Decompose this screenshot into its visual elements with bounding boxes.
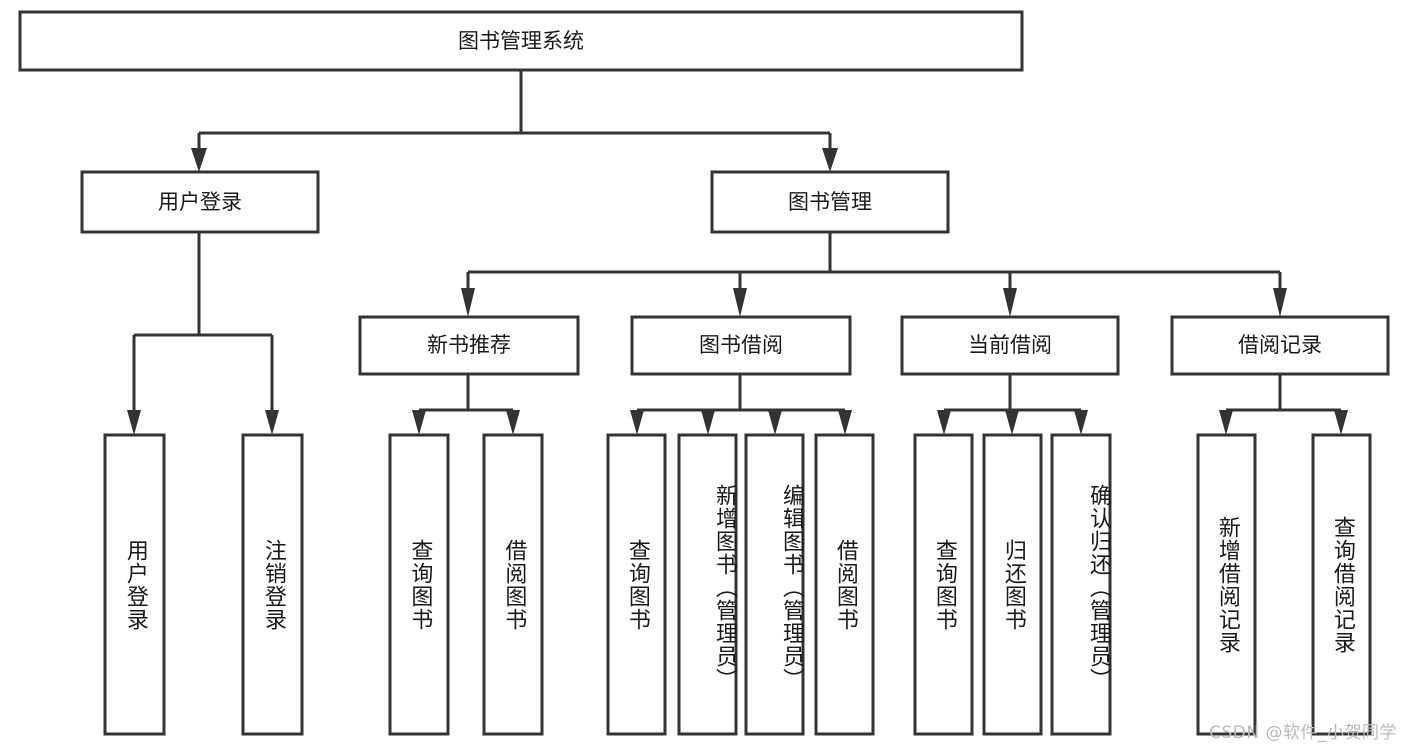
arrow-head-book-mgmt [822,148,838,172]
node-current-borrow-label: 当前借阅 [968,333,1052,357]
connector-group-book-borrow [630,374,852,435]
leaf-box-user-login-2[interactable] [241,433,304,736]
leaf-box-user-login-1[interactable] [103,433,166,736]
leaf-box-book-borrow-4[interactable] [814,433,875,736]
arrow-head-bb-leaf-3 [768,410,782,435]
node-book-borrow[interactable]: 图书借阅 [630,315,852,376]
arrow-head-cb-leaf-2 [1005,410,1019,435]
arrow-head-current-borrow [1003,288,1017,317]
node-book-management-label: 图书管理 [788,190,872,214]
leaf-box-book-borrow-3[interactable] [744,433,805,736]
leaf-boxes-borrow-record [1196,433,1372,736]
arrow-head-user-login [191,148,207,172]
node-new-book-recommend-label: 新书推荐 [427,333,511,357]
leaf-box-borrow-record-1[interactable] [1196,433,1257,736]
node-current-borrow[interactable]: 当前借阅 [900,315,1120,376]
arrow-head-cb-leaf-1 [937,410,951,435]
node-new-book-recommend[interactable]: 新书推荐 [358,315,580,376]
connector-group-user-login [127,232,279,435]
arrow-head-ul-leaf-2 [265,410,279,435]
arrow-head-cb-leaf-3 [1074,410,1088,435]
connector-group-root [191,70,838,172]
leaf-boxes-book-borrow [606,433,875,736]
leaf-boxes-user-login [103,433,304,736]
connector-group-new-book [412,374,520,435]
arrow-head-bb-leaf-4 [838,410,852,435]
arrow-head-nb-leaf-1 [412,410,426,435]
node-book-management-box[interactable] [710,170,950,234]
node-user-login[interactable]: 用户登录 [80,170,320,234]
leaf-boxes-current-borrow [913,433,1112,736]
node-borrow-record[interactable]: 借阅记录 [1170,315,1390,376]
node-root-box[interactable] [18,10,1024,72]
node-book-borrow-box[interactable] [630,315,852,376]
leaf-box-current-borrow-3[interactable] [1050,433,1112,736]
leaf-box-book-borrow-2[interactable] [677,433,738,736]
leaf-box-borrow-record-2[interactable] [1311,433,1372,736]
leaf-box-book-borrow-1[interactable] [606,433,667,736]
arrow-head-br-leaf-1 [1219,410,1233,435]
connector-group-borrow-record [1219,374,1348,435]
arrow-head-br-leaf-2 [1334,410,1348,435]
node-user-login-box[interactable] [80,170,320,234]
node-user-login-label: 用户登录 [158,190,242,214]
node-book-management[interactable]: 图书管理 [710,170,950,234]
arrow-head-nb-leaf-2 [506,410,520,435]
leaf-box-new-book-1[interactable] [388,433,450,736]
leaf-box-new-book-2[interactable] [482,433,544,736]
node-root-label: 图书管理系统 [458,29,584,53]
arrow-head-bb-leaf-2 [701,410,715,435]
node-borrow-record-box[interactable] [1170,315,1390,376]
arrow-head-borrow-record [1273,288,1287,317]
leaf-box-current-borrow-2[interactable] [982,433,1043,736]
connector-group-book-mgmt [461,232,1287,317]
node-new-book-recommend-box[interactable] [358,315,580,376]
watermark-text: CSDN @软件_小贺同学 [1209,723,1397,743]
connector-group-current-borrow [937,374,1088,435]
arrow-head-new-book [461,288,475,317]
node-current-borrow-box[interactable] [900,315,1120,376]
node-book-borrow-label: 图书借阅 [699,333,783,357]
leaf-box-current-borrow-1[interactable] [913,433,974,736]
arrow-head-bb-leaf-1 [630,410,644,435]
leaf-boxes-new-book [388,433,544,736]
arrow-head-ul-leaf-1 [127,410,141,435]
arrow-head-book-borrow [733,288,747,317]
node-borrow-record-label: 借阅记录 [1238,333,1322,357]
node-root[interactable]: 图书管理系统 [18,10,1024,72]
